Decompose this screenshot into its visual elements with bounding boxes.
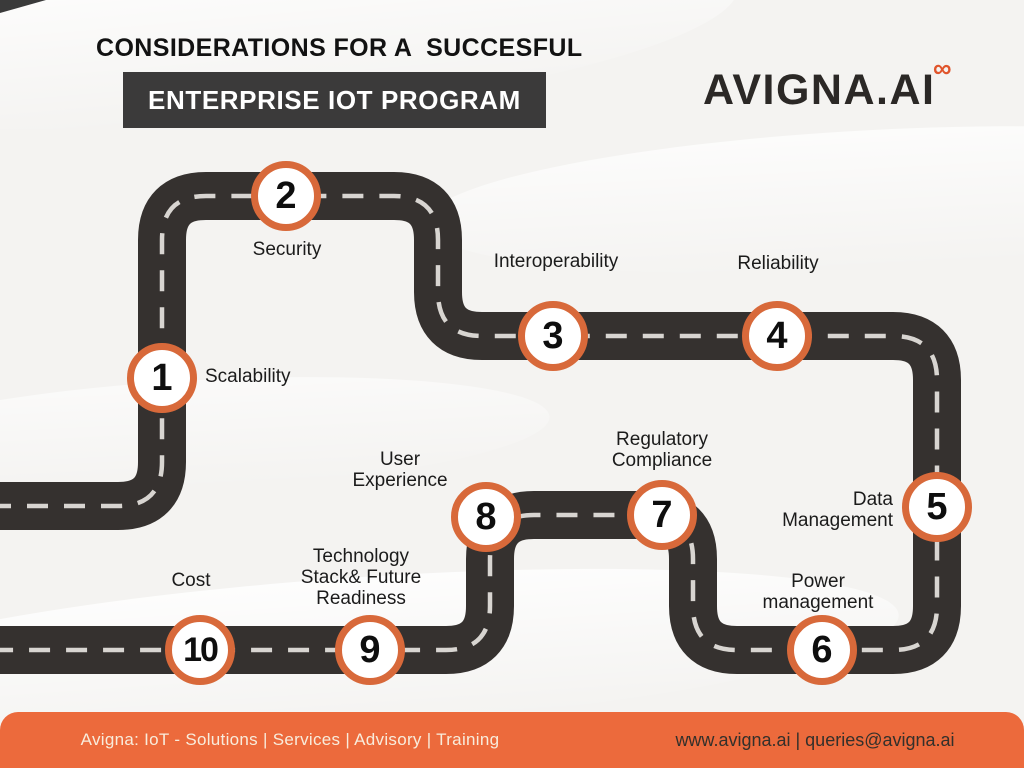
page-title: CONSIDERATIONS FOR A SUCCESFUL: [96, 34, 583, 62]
footer-contact-text: www.avigna.ai | queries@avigna.ai: [675, 729, 955, 750]
milestone-5-marker: 5: [902, 472, 972, 542]
milestone-6-marker: 6: [787, 615, 857, 685]
milestone-1-marker: 1: [127, 343, 197, 413]
milestone-9-marker: 9: [335, 615, 405, 685]
milestone-6-label: Power management: [762, 571, 874, 613]
infinity-icon: ∞: [932, 53, 952, 83]
milestone-10-marker: 10: [165, 615, 235, 685]
milestone-2-marker: 2: [251, 161, 321, 231]
milestone-5-label: Data Management: [782, 489, 893, 531]
milestone-8-label: User Experience: [352, 449, 448, 491]
title-banner-text: ENTERPRISE IOT PROGRAM: [148, 84, 521, 115]
logo-letter-i: I∞: [922, 53, 952, 114]
footer-bar: Avigna: IoT - Solutions | Services | Adv…: [0, 712, 1024, 768]
title-banner: ENTERPRISE IOT PROGRAM: [123, 72, 546, 128]
milestone-7-marker: 7: [627, 480, 697, 550]
milestone-10-label: Cost: [171, 570, 211, 591]
avigna-logo: AVIGNA.A I∞: [703, 53, 952, 115]
milestone-7-label: Regulatory Compliance: [611, 429, 713, 471]
milestone-4-label: Reliability: [737, 253, 819, 274]
corner-decoration: [0, 0, 46, 13]
milestone-2-label: Security: [252, 239, 322, 260]
milestone-3-label: Interoperability: [493, 251, 619, 272]
milestone-1-label: Scalability: [205, 366, 291, 387]
milestone-9-label: Technology Stack& Future Readiness: [300, 546, 422, 609]
milestone-4-marker: 4: [742, 301, 812, 371]
milestone-3-marker: 3: [518, 301, 588, 371]
logo-text: AVIGNA.A: [703, 66, 923, 114]
milestone-8-marker: 8: [451, 482, 521, 552]
footer-services-text: Avigna: IoT - Solutions | Services | Adv…: [80, 730, 500, 749]
